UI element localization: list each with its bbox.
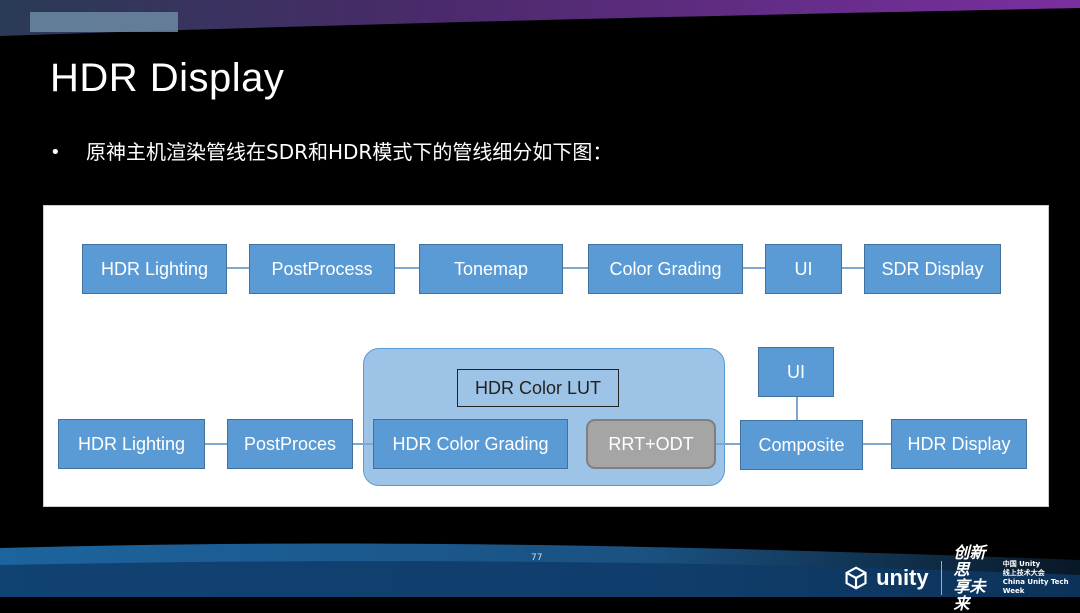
connector	[227, 267, 249, 269]
connector	[353, 443, 373, 445]
sdr-postprocess-box: PostProcess	[249, 244, 395, 294]
rrt-odt-box: RRT+ODT	[586, 419, 716, 469]
unity-wordmark: unity	[876, 565, 929, 590]
bottom-decorative-swoosh	[0, 543, 1080, 597]
connector	[796, 397, 798, 420]
hdr-lighting-box: HDR Lighting	[58, 419, 205, 469]
connector	[563, 267, 588, 269]
connector	[842, 267, 864, 269]
hdr-ui-box: UI	[758, 347, 834, 397]
page-number: 77	[531, 553, 543, 563]
bullet-text: 原神主机渲染管线在SDR和HDR模式下的管线细分如下图：	[86, 140, 613, 164]
slogan-line-2: 享未来	[953, 577, 986, 613]
composite-box: Composite	[740, 420, 863, 470]
slide-title: HDR Display	[50, 56, 285, 100]
unity-event-logo: unity 创新思 享未来 中国 Unity 线上技术大会 China Unit…	[844, 544, 1080, 612]
hdr-display-box: HDR Display	[891, 419, 1027, 469]
connector	[395, 267, 419, 269]
event-name: 中国 Unity 线上技术大会 China Unity Tech Week	[1003, 560, 1080, 596]
connector	[743, 267, 765, 269]
bullet-dot: •	[50, 142, 61, 163]
sdr-color-grading-box: Color Grading	[588, 244, 743, 294]
sdr-display-box: SDR Display	[864, 244, 1001, 294]
event-line-3: China Unity Tech Week	[1002, 578, 1069, 595]
slogan: 创新思 享未来	[953, 544, 994, 612]
hdr-postprocess-box: PostProces	[227, 419, 353, 469]
slogan-line-1: 创新思	[953, 543, 986, 579]
top-decorative-swoosh	[0, 0, 1080, 36]
sdr-tonemap-box: Tonemap	[419, 244, 563, 294]
logo-divider	[940, 561, 942, 595]
event-line-2: 线上技术大会	[1002, 569, 1045, 577]
connector	[205, 443, 227, 445]
event-line-1: 中国 Unity	[1002, 560, 1041, 568]
sdr-hdr-lighting-box: HDR Lighting	[82, 244, 227, 294]
connector	[716, 443, 740, 445]
sdr-ui-box: UI	[765, 244, 842, 294]
unity-cube-icon	[845, 566, 867, 590]
hdr-color-grading-box: HDR Color Grading	[373, 419, 568, 469]
connector	[863, 443, 891, 445]
hdr-color-lut-label: HDR Color LUT	[457, 369, 619, 407]
